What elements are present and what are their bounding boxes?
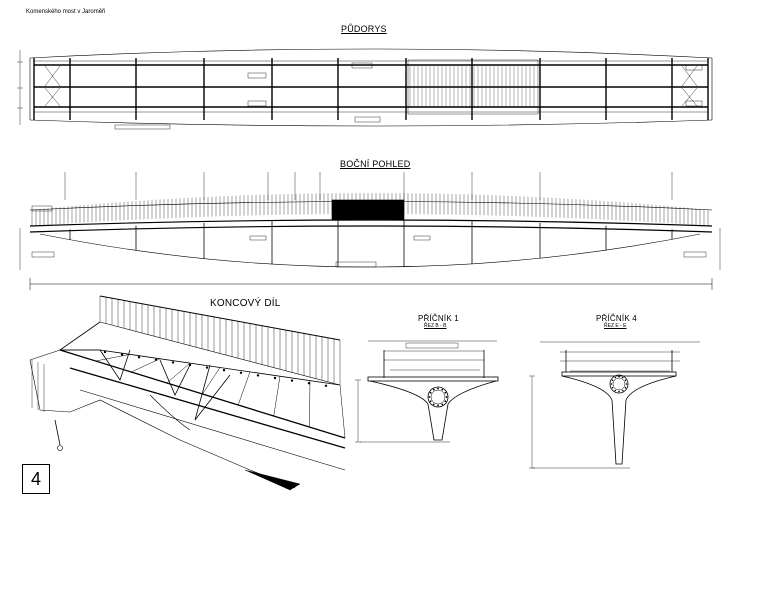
side-view-title: BOČNÍ POHLED	[340, 159, 411, 169]
side-view	[19, 172, 721, 290]
cross-beam-1-subtitle: ŘEZ B - B	[424, 323, 447, 329]
cross-beam-4-drawing	[529, 341, 700, 469]
cross-beam-4-title: PŘÍČNÍK 4	[596, 314, 637, 323]
cross-beam-1-title: PŘÍČNÍK 1	[418, 314, 459, 323]
page-number-box: 4	[22, 464, 50, 494]
project-header: Komenského most v Jaroměři	[26, 9, 106, 15]
plan-view	[17, 48, 713, 130]
cross-beam-1-drawing	[355, 340, 499, 443]
end-part-title: KONCOVÝ DÍL	[210, 298, 281, 309]
plan-view-title: PŮDORYS	[341, 24, 387, 34]
page-number: 4	[30, 468, 41, 489]
cross-beam-4-subtitle: ŘEZ E - E	[604, 323, 627, 329]
end-part-perspective	[29, 295, 346, 491]
